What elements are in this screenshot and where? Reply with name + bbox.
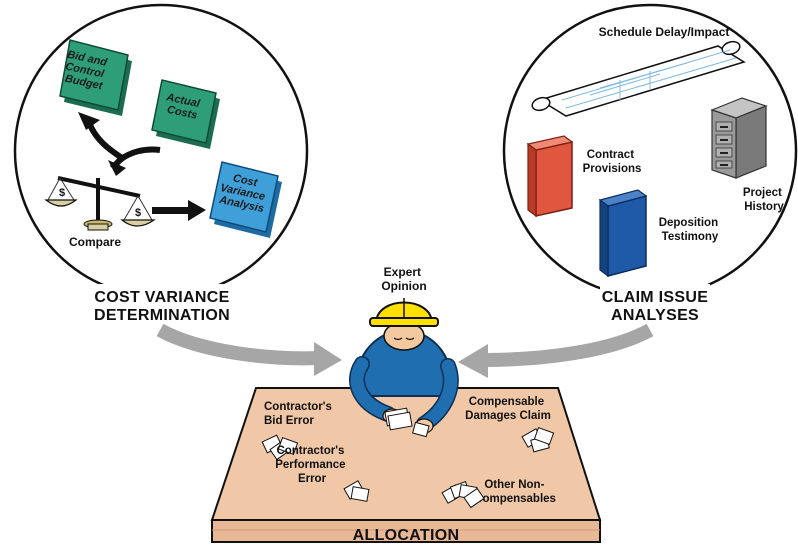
cost-variance-title-line2: DETERMINATION xyxy=(94,307,230,324)
claim-issue-title-line2: ANALYSES xyxy=(611,307,699,324)
contract-provisions-book xyxy=(526,135,574,218)
svg-text:Compensable Damages Claim: Compensable Damages Claim xyxy=(465,396,551,422)
compensable-line2: Damages Claim xyxy=(465,410,551,422)
svg-text:Cost Variance: Cost Variance Analysis xyxy=(217,170,272,215)
cost-variance-analysis-book: Cost Variance Analysis xyxy=(209,161,282,238)
card-stack-icon xyxy=(384,407,430,438)
history-label-line1: Project xyxy=(743,187,782,199)
deposition-testimony-book xyxy=(598,189,648,278)
bid-control-budget-book: Bid and Control Budget xyxy=(59,39,132,116)
right-flow-arrow xyxy=(458,323,654,378)
svg-text:Project History: Project History xyxy=(743,187,785,213)
cost-variance-title-line1: COST VARIANCE xyxy=(94,289,229,306)
contract-label-line2: Provisions xyxy=(583,163,642,175)
scale-dollar-right: $ xyxy=(135,207,141,219)
performance-error-cards xyxy=(343,480,370,502)
expert-label-line2: Opinion xyxy=(381,279,426,293)
cost-variance-panel: Bid and Control Budget Actual Costs xyxy=(13,3,309,324)
actual-costs-book: Actual Costs xyxy=(151,79,220,149)
merge-arrow xyxy=(78,112,161,176)
contract-label-line1: Contract xyxy=(587,149,634,161)
compare-label: Compare xyxy=(69,235,121,249)
claim-issue-panel: Schedule Delay/Impact Contract Provision… xyxy=(502,3,798,324)
compensable-line1: Compensable xyxy=(469,396,544,408)
left-flow-arrow xyxy=(156,323,342,376)
svg-text:Contract Provisions: Contract Provisions xyxy=(583,149,642,175)
bid-error-line1: Contractor's xyxy=(264,401,332,413)
expert-label-line1: Expert xyxy=(384,265,421,279)
compensable-cards xyxy=(521,426,555,453)
performance-error-line3: Error xyxy=(298,473,327,485)
performance-error-line1: Contractor's xyxy=(276,445,344,457)
schedule-blueprint-scroll xyxy=(531,40,746,117)
other-noncomp-cards xyxy=(441,480,485,509)
svg-text:Other Non- compensables: Other Non- compensables xyxy=(476,479,556,505)
deposition-label-line1: Deposition xyxy=(659,217,718,229)
performance-error-line2: Performance xyxy=(275,459,345,471)
svg-text:Expert Opinion: Expert Opinion xyxy=(381,265,426,293)
cost-variance-circle xyxy=(13,3,309,299)
right-arrow xyxy=(152,200,206,221)
scale-dollar-left: $ xyxy=(59,187,65,199)
svg-text:Contractor's Performance: Contractor's Performance Error xyxy=(275,445,349,485)
history-label-line2: History xyxy=(744,201,784,213)
claim-issue-title-line1: CLAIM ISSUE xyxy=(602,289,708,306)
bid-error-cards xyxy=(261,434,299,461)
deposition-label-line2: Testimony xyxy=(662,231,719,243)
filing-cabinet-icon xyxy=(710,97,768,179)
schedule-delay-label: Schedule Delay/Impact xyxy=(599,25,730,39)
analysis-book-line1: Cost xyxy=(232,172,260,189)
expert-worker-figure xyxy=(349,298,459,438)
other-noncomp-line1: Other Non- xyxy=(484,479,544,491)
other-noncomp-line2: compensables xyxy=(476,493,556,505)
allocation-label: ALLOCATION xyxy=(353,527,460,544)
bid-error-line2: Bid Error xyxy=(264,415,314,427)
balance-scale-icon: $ $ xyxy=(44,176,156,231)
svg-text:Deposition Testimony: Deposition Testimony xyxy=(659,217,722,243)
svg-text:Contractor's Bid Error: Contractor's Bid Error xyxy=(264,401,335,427)
allocation-table: ALLOCATION xyxy=(210,387,602,544)
